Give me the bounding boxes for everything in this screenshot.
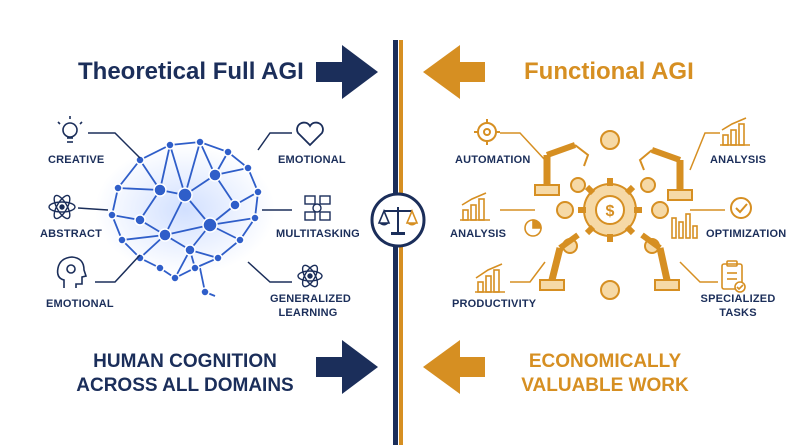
atom-icon — [48, 194, 76, 220]
gear-check-icon — [730, 197, 752, 219]
growth-chart-icon — [475, 263, 505, 293]
pie-chart-icon — [524, 219, 542, 237]
label-generalized: GENERALIZED — [270, 293, 352, 305]
clipboard-icon — [721, 260, 746, 293]
label-analysis-left: ANALYSIS — [450, 228, 507, 240]
atom-icon — [297, 264, 323, 288]
right-bottom-line1: ECONOMICALLY — [528, 351, 682, 372]
arrow-left-top — [423, 45, 485, 99]
multitasking-icon — [304, 195, 331, 221]
left-bottom-caption: HUMAN COGNITION ACROSS ALL DOMAINS — [60, 350, 310, 398]
left-connectors — [77, 132, 292, 283]
gear-icon — [474, 119, 500, 145]
right-bottom-line2: VALUABLE WORK — [521, 375, 689, 396]
lightbulb-icon — [57, 116, 83, 143]
bar-chart-icon — [671, 213, 698, 239]
label-abstract: ABSTRACT — [40, 228, 103, 240]
left-bottom-line1: HUMAN COGNITION — [93, 351, 277, 372]
right-bottom-caption: ECONOMICALLY VALUABLE WORK — [490, 350, 720, 398]
right-title: Functional AGI — [524, 58, 694, 85]
scales-icon — [370, 192, 426, 248]
label-specialized: SPECIALIZED — [700, 293, 776, 305]
label-multitasking: MULTITASKING — [276, 228, 360, 240]
label-optimization: OPTIMIZATION — [706, 228, 787, 240]
arrow-right-bottom — [316, 340, 378, 394]
right-connectors — [500, 132, 725, 283]
svg-text:$: $ — [606, 203, 615, 220]
brain-network — [95, 137, 275, 297]
label-learning: LEARNING — [278, 307, 338, 319]
label-creative: CREATIVE — [48, 154, 105, 166]
left-bottom-line2: ACROSS ALL DOMAINS — [76, 375, 294, 396]
heart-icon — [296, 121, 324, 147]
label-tasks: TASKS — [719, 307, 757, 319]
label-emotional-bottom: EMOTIONAL — [46, 298, 114, 310]
label-productivity: PRODUCTIVITY — [452, 298, 537, 310]
bar-chart-icon — [720, 117, 750, 146]
head-gear-icon — [56, 256, 88, 288]
label-analysis-top: ANALYSIS — [710, 154, 767, 166]
bar-chart-icon — [460, 192, 490, 221]
label-automation: AUTOMATION — [455, 154, 531, 166]
arrow-right-top — [316, 45, 378, 99]
robotics-illustration: $ — [534, 130, 693, 300]
left-title: Theoretical Full AGI — [78, 58, 304, 85]
label-emotional-top: EMOTIONAL — [278, 154, 346, 166]
arrow-left-bottom — [423, 340, 485, 394]
